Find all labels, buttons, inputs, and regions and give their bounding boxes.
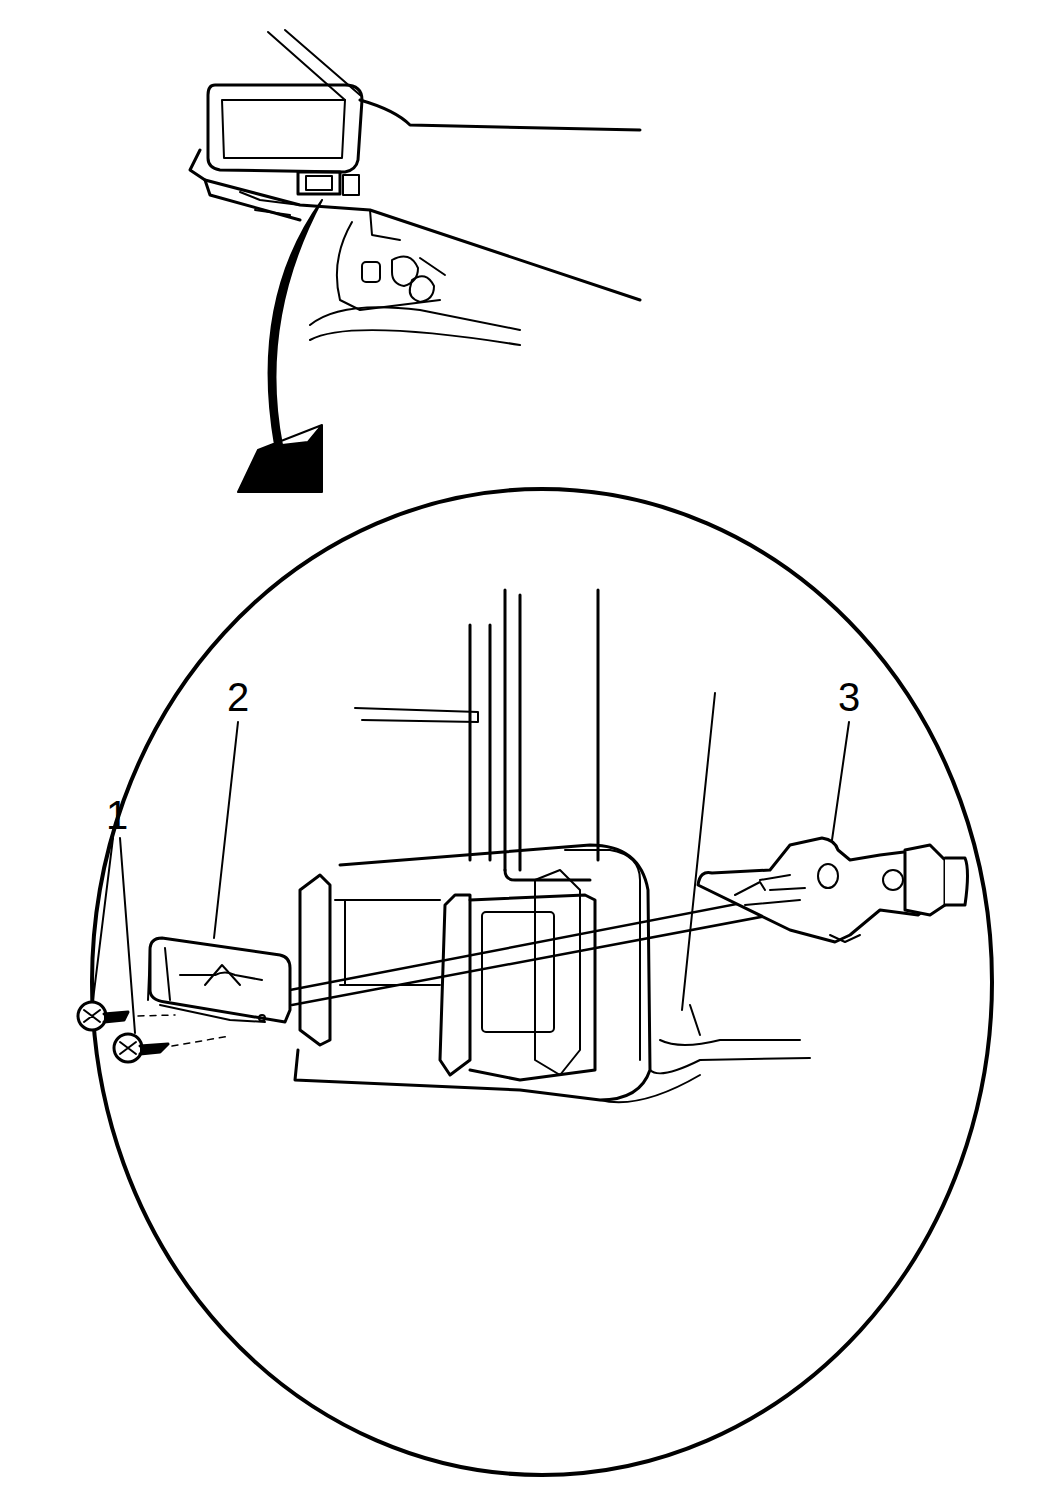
zoom-arrow [238,200,322,492]
clevis [698,838,968,942]
dashboard-inset [190,30,640,345]
leader-lines [93,722,849,1033]
callout-number: 1 [106,795,128,835]
callout-number: 2 [227,677,249,717]
detail-illustration [78,590,968,1102]
screws [78,1002,230,1062]
callout-number: 3 [838,677,860,717]
detail-circle [92,489,992,1475]
